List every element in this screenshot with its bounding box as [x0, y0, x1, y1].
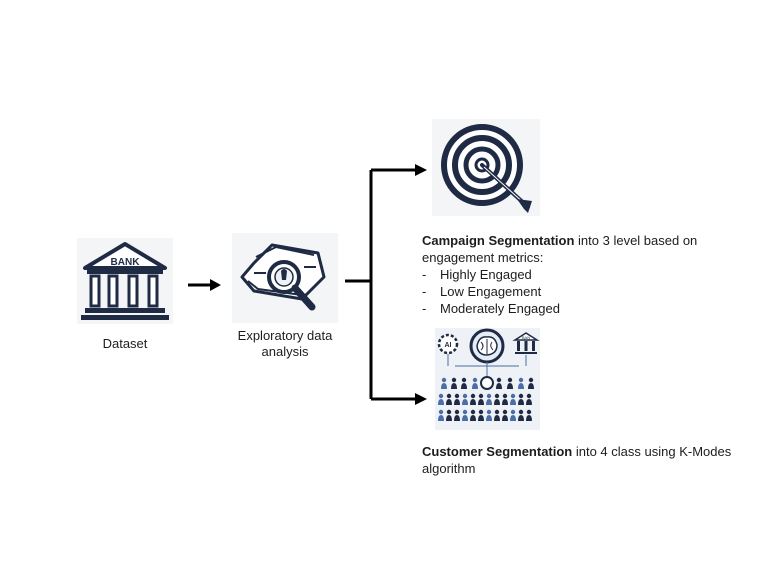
customer-line-1: Customer Segmentation into 4 class using… [422, 443, 752, 460]
person-icon [496, 377, 502, 389]
person-icon [438, 393, 444, 405]
list-item-label: Moderately Engaged [440, 301, 560, 316]
campaign-line-1: Campaign Segmentation into 3 level based… [422, 232, 752, 249]
person-icon [470, 393, 476, 405]
bank-sign-text: BANK [111, 257, 141, 268]
eda-label-line2: analysis [261, 344, 309, 359]
ai-gear-text: AI [445, 342, 452, 349]
list-dash: - [422, 284, 427, 299]
customer-description: Customer Segmentation into 4 class using… [422, 443, 752, 477]
campaign-description: Campaign Segmentation into 3 level based… [422, 232, 752, 317]
data-magnifier-icon [232, 233, 338, 323]
list-item-label: Highly Engaged [440, 267, 532, 282]
person-icon [446, 393, 452, 405]
person-icon [461, 377, 467, 389]
person-icon [478, 393, 484, 405]
person-icon [510, 393, 516, 405]
person-icon [507, 377, 513, 389]
person-icon [518, 393, 524, 405]
person-icon [502, 409, 508, 421]
eda-label-line1: Exploratory data [237, 328, 333, 343]
person-icon [518, 409, 524, 421]
person-icon [462, 409, 468, 421]
person-icon [462, 393, 468, 405]
arrow-dataset-to-eda [188, 278, 222, 292]
person-icon [446, 409, 452, 421]
person-icon [454, 393, 460, 405]
bank-building-icon: BANK [77, 238, 173, 324]
person-icon [438, 409, 444, 421]
list-dash: - [422, 301, 427, 316]
person-icon [502, 393, 508, 405]
person-icon [494, 393, 500, 405]
person-icon [494, 409, 500, 421]
person-icon [472, 377, 478, 389]
customer-title: Customer Segmentation [422, 444, 573, 459]
ai-customer-network-icon: AI BAN [435, 328, 540, 430]
eda-label: Exploratory data analysis [222, 328, 348, 360]
target-dart-icon [432, 119, 540, 216]
dataset-label: Dataset [102, 336, 148, 351]
person-icon [454, 409, 460, 421]
person-icon [528, 377, 534, 389]
person-icon [441, 377, 447, 389]
person-icon [451, 377, 457, 389]
person-icon [518, 377, 524, 389]
customer-text-1: into 4 class using K-Modes [572, 444, 732, 459]
branch-connector [345, 162, 430, 408]
person-icon [526, 409, 532, 421]
person-icon [510, 409, 516, 421]
list-item: -Moderately Engaged [422, 300, 752, 317]
list-item-label: Low Engagement [440, 284, 542, 299]
person-icon [478, 409, 484, 421]
list-item: -Highly Engaged [422, 266, 752, 283]
person-icon [486, 409, 492, 421]
list-dash: - [422, 267, 427, 282]
campaign-title: Campaign Segmentation [422, 233, 575, 248]
person-icon [526, 393, 532, 405]
person-icon [470, 409, 476, 421]
mini-bank-text: BAN [522, 335, 530, 340]
person-icon [486, 393, 492, 405]
engagement-levels-list: -Highly Engaged -Low Engagement -Moderat… [422, 266, 752, 317]
customer-text-2: algorithm [422, 461, 476, 476]
campaign-text-1: into 3 level based on [574, 233, 698, 248]
campaign-text-2: engagement metrics: [422, 250, 544, 265]
list-item: -Low Engagement [422, 283, 752, 300]
